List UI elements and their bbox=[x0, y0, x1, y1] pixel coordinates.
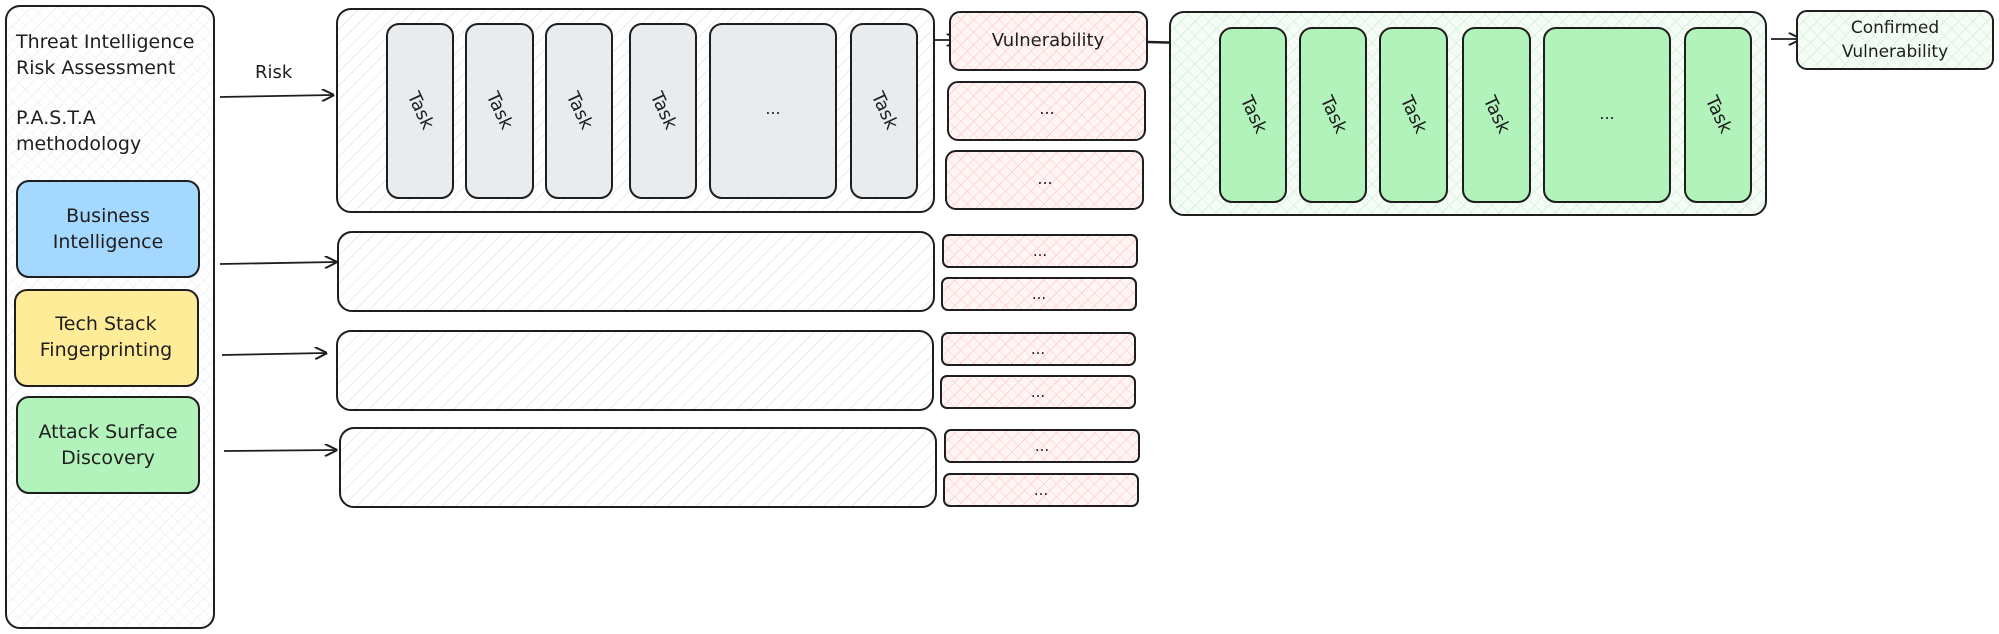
task-card-more-shape bbox=[709, 23, 837, 199]
vulnerability-label: Vulnerability bbox=[992, 30, 1105, 51]
attack-surface-arrow bbox=[223, 450, 336, 451]
vulnerability-placeholder-box[interactable]: ... bbox=[945, 150, 1144, 210]
task-card-shape bbox=[629, 23, 697, 199]
confirmed-vulnerability-shape bbox=[1796, 10, 1994, 70]
panel-title-line1: Threat Intelligence bbox=[15, 31, 194, 53]
business-intelligence-line1: Business bbox=[66, 205, 150, 227]
business-intelligence-line2: Intelligence bbox=[53, 231, 164, 253]
task-ellipsis: ... bbox=[765, 99, 780, 118]
vulnerability-box[interactable]: Vulnerability bbox=[949, 11, 1148, 71]
business-intelligence-task-container bbox=[337, 231, 935, 312]
validation-task-card[interactable]: Task bbox=[1379, 27, 1448, 203]
vulnerability-placeholder-shape bbox=[941, 332, 1136, 366]
validation-task-card[interactable]: Task bbox=[1219, 27, 1287, 203]
vulnerability-placeholder-box[interactable]: ... bbox=[941, 332, 1136, 366]
vulnerability-placeholder-box[interactable]: ... bbox=[944, 429, 1140, 463]
method-name-line1: P.A.S.T.A bbox=[16, 107, 96, 129]
risk-arrow bbox=[219, 95, 333, 97]
risk-label: Risk bbox=[255, 62, 293, 83]
validation-task-card[interactable]: Task bbox=[1462, 27, 1531, 203]
task-card[interactable]: Task bbox=[386, 23, 454, 199]
business-intelligence-arrow bbox=[219, 262, 336, 264]
vulnerability-box-shape bbox=[949, 11, 1148, 71]
task-card[interactable]: Task bbox=[465, 23, 534, 199]
risk-task-container: Task Task Task Task ... Task bbox=[336, 8, 935, 213]
task-card[interactable]: Task bbox=[629, 23, 697, 199]
task-card-shape bbox=[386, 23, 454, 199]
vulnerability-ellipsis: ... bbox=[1034, 481, 1048, 499]
vulnerability-ellipsis: ... bbox=[1037, 169, 1052, 188]
validation-task-shape bbox=[1379, 27, 1448, 203]
business-intelligence-box[interactable]: Business Intelligence bbox=[16, 180, 200, 278]
task-card-shape bbox=[465, 23, 534, 199]
vulnerability-ellipsis: ... bbox=[1033, 242, 1047, 260]
validation-task-shape bbox=[1684, 27, 1752, 203]
validation-task-shape bbox=[1462, 27, 1531, 203]
task-card[interactable]: Task bbox=[850, 23, 918, 199]
vulnerability-placeholder-shape bbox=[947, 81, 1146, 141]
panel-title-line2: Risk Assessment bbox=[16, 57, 175, 79]
tech-stack-line2: Fingerprinting bbox=[40, 339, 172, 361]
vulnerability-placeholder-shape bbox=[941, 277, 1137, 311]
vulnerability-ellipsis: ... bbox=[1031, 383, 1045, 401]
attack-surface-box-shape bbox=[16, 396, 200, 494]
vulnerability-placeholder-box[interactable]: ... bbox=[941, 277, 1137, 311]
vulnerability-placeholder-box[interactable]: ... bbox=[942, 234, 1138, 268]
validation-task-shape bbox=[1299, 27, 1367, 203]
validation-task-more-shape bbox=[1543, 27, 1671, 203]
confirmed-vulnerability-box[interactable]: Confirmed Vulnerability bbox=[1796, 10, 1994, 70]
task-card[interactable]: Task bbox=[545, 23, 613, 199]
confirmed-line2: Vulnerability bbox=[1842, 42, 1948, 62]
validation-task-card[interactable]: Task bbox=[1684, 27, 1752, 203]
task-card-shape bbox=[850, 23, 918, 199]
tech-stack-line1: Tech Stack bbox=[54, 313, 156, 335]
task-card-more[interactable]: ... bbox=[709, 23, 837, 199]
validation-task-card-more[interactable]: ... bbox=[1543, 27, 1671, 203]
vulnerability-placeholder-shape bbox=[945, 150, 1144, 210]
business-intelligence-box-shape bbox=[16, 180, 200, 278]
attack-surface-line2: Discovery bbox=[61, 447, 155, 469]
vulnerability-placeholder-shape bbox=[940, 375, 1136, 409]
method-name-line2: methodology bbox=[16, 133, 141, 155]
validation-task-ellipsis: ... bbox=[1599, 104, 1614, 123]
tech-stack-arrow bbox=[221, 353, 326, 355]
attack-surface-task-container bbox=[339, 427, 937, 508]
attack-surface-discovery-box[interactable]: Attack Surface Discovery bbox=[16, 396, 200, 494]
left-panel: Threat Intelligence Risk Assessment P.A.… bbox=[5, 5, 215, 629]
tech-stack-box-shape bbox=[14, 289, 199, 387]
confirmed-line1: Confirmed bbox=[1851, 18, 1939, 38]
vulnerability-placeholder-shape bbox=[943, 473, 1139, 507]
vulnerability-placeholder-box[interactable]: ... bbox=[940, 375, 1136, 409]
vulnerability-ellipsis: ... bbox=[1031, 340, 1045, 358]
task-card-shape bbox=[545, 23, 613, 199]
connectors: Risk bbox=[219, 39, 1800, 451]
tech-stack-fingerprinting-box[interactable]: Tech Stack Fingerprinting bbox=[14, 289, 199, 387]
attack-surface-line1: Attack Surface bbox=[38, 421, 177, 443]
validation-task-shape bbox=[1219, 27, 1287, 203]
vulnerability-placeholder-shape bbox=[944, 429, 1140, 463]
validation-task-container: Task Task Task Task ... Task bbox=[1169, 11, 1767, 216]
vulnerability-ellipsis: ... bbox=[1039, 99, 1054, 118]
vulnerability-placeholder-box[interactable]: ... bbox=[943, 473, 1139, 507]
vulnerability-ellipsis: ... bbox=[1035, 437, 1049, 455]
tech-stack-task-container bbox=[336, 330, 934, 411]
validation-task-card[interactable]: Task bbox=[1299, 27, 1367, 203]
vulnerability-ellipsis: ... bbox=[1032, 285, 1046, 303]
vulnerability-placeholder-box[interactable]: ... bbox=[947, 81, 1146, 141]
vulnerability-placeholder-shape bbox=[942, 234, 1138, 268]
